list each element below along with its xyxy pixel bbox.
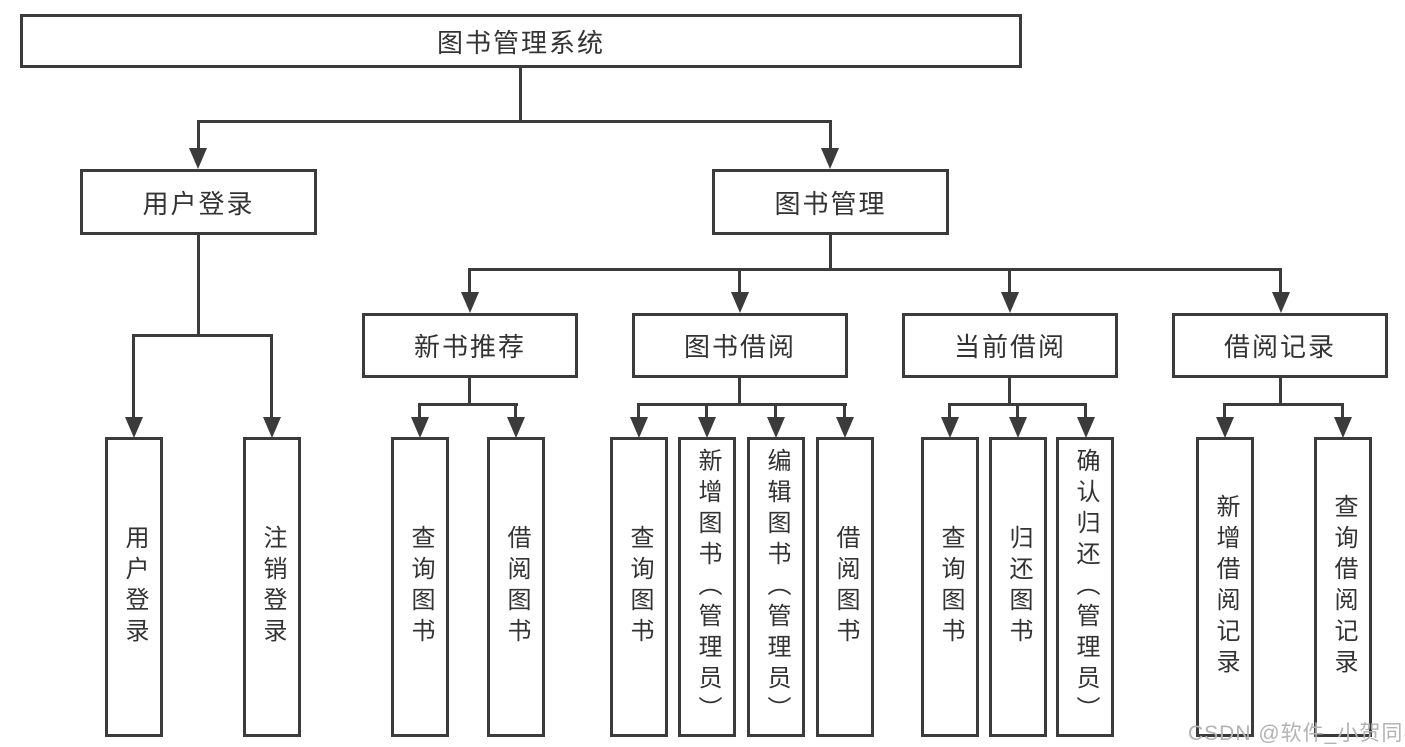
leaf-user-login-label: 用户登录 — [121, 525, 148, 649]
connector-drop-new-book — [468, 268, 471, 294]
node-borrowing-records: 借阅记录 — [1172, 313, 1388, 378]
arrow-down-icon — [461, 292, 479, 313]
node-root-label: 图书管理系统 — [436, 27, 605, 58]
leaf-query-books-recommend: 查询图书 — [391, 437, 449, 737]
leaf-query-books-borrowing-label: 查询图书 — [626, 525, 653, 649]
leaf-borrow-books-borrowing-label: 借阅图书 — [832, 525, 859, 649]
connector-book-borrowing-stem — [738, 378, 741, 406]
node-borrowing-records-label: 借阅记录 — [1223, 332, 1336, 362]
connector-new-book-bar — [418, 403, 518, 406]
connector-drop-user-login — [197, 120, 200, 150]
connector-root-bar — [197, 120, 832, 123]
node-book-borrowing: 图书借阅 — [632, 313, 848, 378]
connector-drop — [843, 403, 846, 419]
connector-book-management-bar — [468, 268, 1282, 271]
arrow-down-icon — [125, 417, 143, 438]
connector-drop — [948, 403, 951, 419]
leaf-borrow-books-recommend: 借阅图书 — [487, 437, 545, 737]
arrow-down-icon — [189, 148, 207, 169]
node-book-borrowing-label: 图书借阅 — [683, 332, 796, 362]
connector-borrowing-records-bar — [1223, 403, 1344, 406]
arrow-down-icon — [507, 417, 525, 438]
leaf-edit-books-admin: 编辑图书（管理员） — [747, 437, 805, 737]
connector-drop-current-borrowing — [1008, 268, 1011, 294]
connector-drop — [1223, 403, 1226, 419]
arrow-down-icon — [836, 417, 854, 438]
leaf-logout-login-label: 注销登录 — [259, 525, 286, 649]
connector-user-login-bar — [132, 334, 273, 337]
leaf-return-books: 归还图书 — [989, 437, 1047, 737]
arrow-down-icon — [941, 417, 959, 438]
leaf-confirm-return-admin: 确认归还（管理员） — [1056, 437, 1114, 737]
arrow-down-icon — [411, 417, 429, 438]
leaf-edit-books-admin-label: 编辑图书（管理员） — [763, 447, 790, 727]
node-new-book-recommend: 新书推荐 — [362, 313, 578, 378]
node-current-borrowing: 当前借阅 — [902, 313, 1118, 378]
leaf-add-books-admin-label: 新增图书（管理员） — [694, 447, 721, 727]
arrow-down-icon — [1216, 417, 1234, 438]
arrow-down-icon — [698, 417, 716, 438]
node-root: 图书管理系统 — [20, 14, 1022, 68]
arrow-down-icon — [1272, 292, 1290, 313]
connector-drop — [418, 403, 421, 419]
connector-drop-borrowing-records — [1279, 268, 1282, 294]
connector-drop — [705, 403, 708, 419]
leaf-query-books-recommend-label: 查询图书 — [407, 525, 434, 649]
connector-current-borrowing-stem — [1008, 378, 1011, 406]
leaf-logout-login: 注销登录 — [243, 437, 301, 737]
connector-drop — [514, 403, 517, 419]
leaf-return-books-label: 归还图书 — [1005, 525, 1032, 649]
leaf-query-borrow-record: 查询借阅记录 — [1314, 437, 1372, 737]
node-book-management: 图书管理 — [712, 169, 949, 235]
connector-root-stem — [519, 68, 522, 120]
leaf-add-books-admin: 新增图书（管理员） — [678, 437, 736, 737]
node-current-borrowing-label: 当前借阅 — [953, 332, 1066, 362]
leaf-borrow-books-recommend-label: 借阅图书 — [503, 525, 530, 649]
leaf-query-borrow-record-label: 查询借阅记录 — [1330, 494, 1357, 680]
arrow-down-icon — [263, 417, 281, 438]
arrow-down-icon — [821, 148, 839, 169]
connector-new-book-stem — [468, 378, 471, 406]
connector-drop-leaf-user-login — [132, 334, 135, 418]
connector-drop-leaf-logout — [270, 334, 273, 418]
arrow-down-icon — [1009, 417, 1027, 438]
leaf-add-borrow-record: 新增借阅记录 — [1196, 437, 1254, 737]
csdn-watermark: CSDN @软件_小贺同学 — [1188, 722, 1405, 745]
connector-drop-book-borrowing — [738, 268, 741, 294]
connector-drop — [1016, 403, 1019, 419]
node-user-login: 用户登录 — [80, 169, 317, 235]
connector-drop — [637, 403, 640, 419]
arrow-down-icon — [1001, 292, 1019, 313]
connector-user-login-stem — [197, 235, 200, 336]
connector-book-management-stem — [829, 235, 832, 271]
connector-drop — [1084, 403, 1087, 419]
connector-drop — [774, 403, 777, 419]
leaf-user-login: 用户登录 — [105, 437, 163, 737]
arrow-down-icon — [731, 292, 749, 313]
arrow-down-icon — [630, 417, 648, 438]
leaf-query-books-current: 查询图书 — [921, 437, 979, 737]
arrow-down-icon — [767, 417, 785, 438]
leaf-add-borrow-record-label: 新增借阅记录 — [1212, 494, 1239, 680]
connector-drop-book-management — [829, 120, 832, 150]
node-new-book-recommend-label: 新书推荐 — [413, 332, 526, 362]
node-book-management-label: 图书管理 — [774, 188, 887, 219]
leaf-query-books-current-label: 查询图书 — [937, 525, 964, 649]
arrow-down-icon — [1334, 417, 1352, 438]
connector-drop — [1341, 403, 1344, 419]
connector-borrowing-records-stem — [1279, 378, 1282, 406]
connector-book-borrowing-bar — [637, 403, 847, 406]
leaf-borrow-books-borrowing: 借阅图书 — [816, 437, 874, 737]
leaf-query-books-borrowing: 查询图书 — [610, 437, 668, 737]
leaf-confirm-return-admin-label: 确认归还（管理员） — [1072, 447, 1099, 727]
node-user-login-label: 用户登录 — [142, 188, 255, 219]
arrow-down-icon — [1077, 417, 1095, 438]
